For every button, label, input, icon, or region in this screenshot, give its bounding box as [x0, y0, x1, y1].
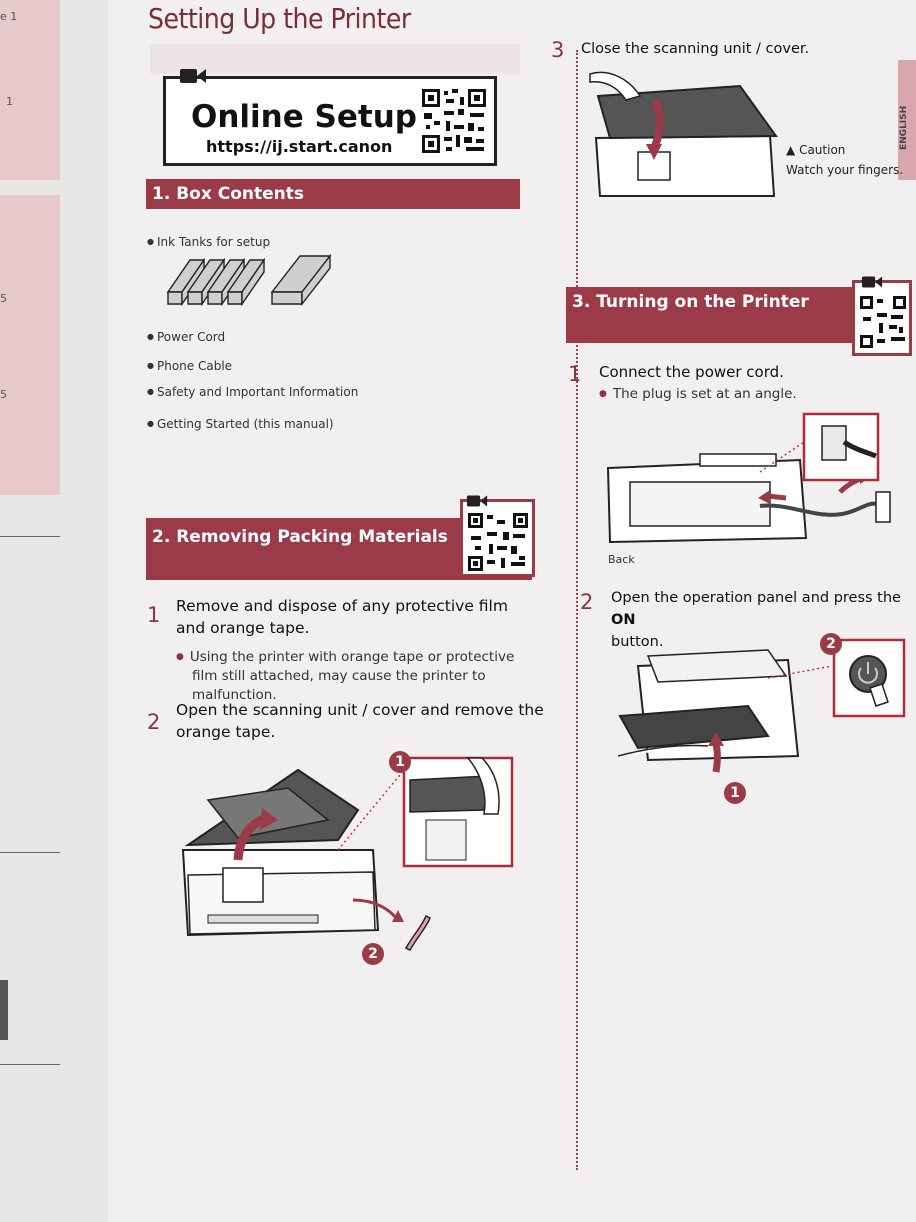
video-camera-icon	[861, 276, 883, 288]
adjacent-page-band	[0, 0, 60, 180]
list-item: Power Cord	[147, 330, 225, 344]
ink-tanks-illustration	[166, 253, 332, 307]
step-number: 1	[147, 603, 161, 627]
printer-closing-illustration	[589, 71, 778, 197]
step-number: 2	[147, 710, 161, 734]
edge-number: e 1	[0, 10, 18, 23]
section-heading-label: 3. Turning on the Printer	[572, 292, 809, 312]
caution-text: Watch your fingers.	[786, 163, 904, 177]
section-heading-box-contents: 1. Box Contents	[146, 179, 520, 209]
show-through-band	[150, 44, 520, 74]
step-note: ● The plug is set at an angle.	[599, 385, 879, 404]
warning-icon: ▲	[786, 143, 796, 157]
list-item: Ink Tanks for setup	[147, 235, 270, 249]
list-item: Getting Started (this manual)	[147, 417, 334, 431]
step-note-text: Using the printer with orange tape or pr…	[189, 649, 515, 703]
qr-code-box	[852, 276, 912, 356]
edge-number: 5	[0, 292, 7, 305]
qr-code-icon	[860, 296, 906, 348]
adjacent-page-rule	[0, 852, 60, 853]
step-number: 1	[568, 362, 582, 386]
caution-title-row: ▲ Caution	[786, 140, 903, 160]
list-item: Phone Cable	[147, 359, 232, 373]
adjacent-page-tab	[0, 980, 8, 1040]
section-heading-label: 2. Removing Packing Materials	[152, 527, 448, 547]
adjacent-page-rule	[0, 536, 60, 537]
online-setup-url: https://ij.start.canon	[206, 137, 393, 156]
step-text: Close the scanning unit / cover.	[581, 41, 810, 57]
step-text-part: Open the operation panel and press the	[611, 590, 901, 606]
step-number: 2	[580, 590, 594, 614]
step-text: Connect the power cord.	[599, 363, 784, 381]
adjacent-page: e 1 1 5 5	[0, 0, 110, 1222]
callout-number: 1	[724, 782, 746, 804]
back-label: Back	[608, 553, 635, 566]
qr-code-icon	[468, 513, 528, 571]
power-cord-illustration	[606, 412, 891, 544]
adjacent-page-rule	[0, 1064, 60, 1065]
bullet-icon: ●	[599, 389, 607, 399]
section-heading-turning-on: 3. Turning on the Printer	[566, 287, 908, 343]
bullet-icon: ●	[176, 652, 184, 662]
column-divider	[576, 50, 578, 1170]
online-setup-heading: Online Setup	[191, 99, 417, 135]
step-note-text: The plug is set at an angle.	[612, 386, 797, 402]
step-text: Open the operation panel and press the O…	[611, 587, 911, 653]
page-title: Setting Up the Printer	[148, 2, 411, 35]
edge-number: 1	[6, 95, 13, 108]
step-text-part: button.	[611, 634, 664, 650]
step-text-bold: ON	[611, 612, 636, 628]
online-setup-box: Online Setup https://ij.start.canon	[163, 69, 497, 166]
adjacent-page-band	[0, 195, 60, 495]
step-text: Open the scanning unit / cover and remov…	[176, 701, 544, 741]
caution-note: ▲ Caution Watch your fingers.	[786, 140, 903, 180]
list-item: Safety and Important Information	[147, 385, 358, 399]
qr-code-box	[460, 495, 535, 577]
operation-panel-illustration	[617, 638, 906, 773]
edge-number: 5	[0, 388, 7, 401]
language-tab: ENGLISH	[898, 60, 916, 180]
section-heading-label: 1. Box Contents	[152, 184, 304, 204]
callout-number: 2	[362, 943, 384, 965]
video-camera-icon	[180, 69, 206, 83]
caution-title: Caution	[799, 143, 846, 157]
qr-code-icon	[420, 87, 488, 155]
step-note: ● Using the printer with orange tape or p…	[176, 648, 536, 705]
step-text: Remove and dispose of any protective fil…	[176, 597, 508, 637]
callout-number: 1	[389, 751, 411, 773]
printer-open-illustration	[181, 756, 514, 951]
step-number: 3	[551, 38, 565, 62]
video-camera-icon	[466, 495, 488, 507]
callout-number: 2	[820, 633, 842, 655]
